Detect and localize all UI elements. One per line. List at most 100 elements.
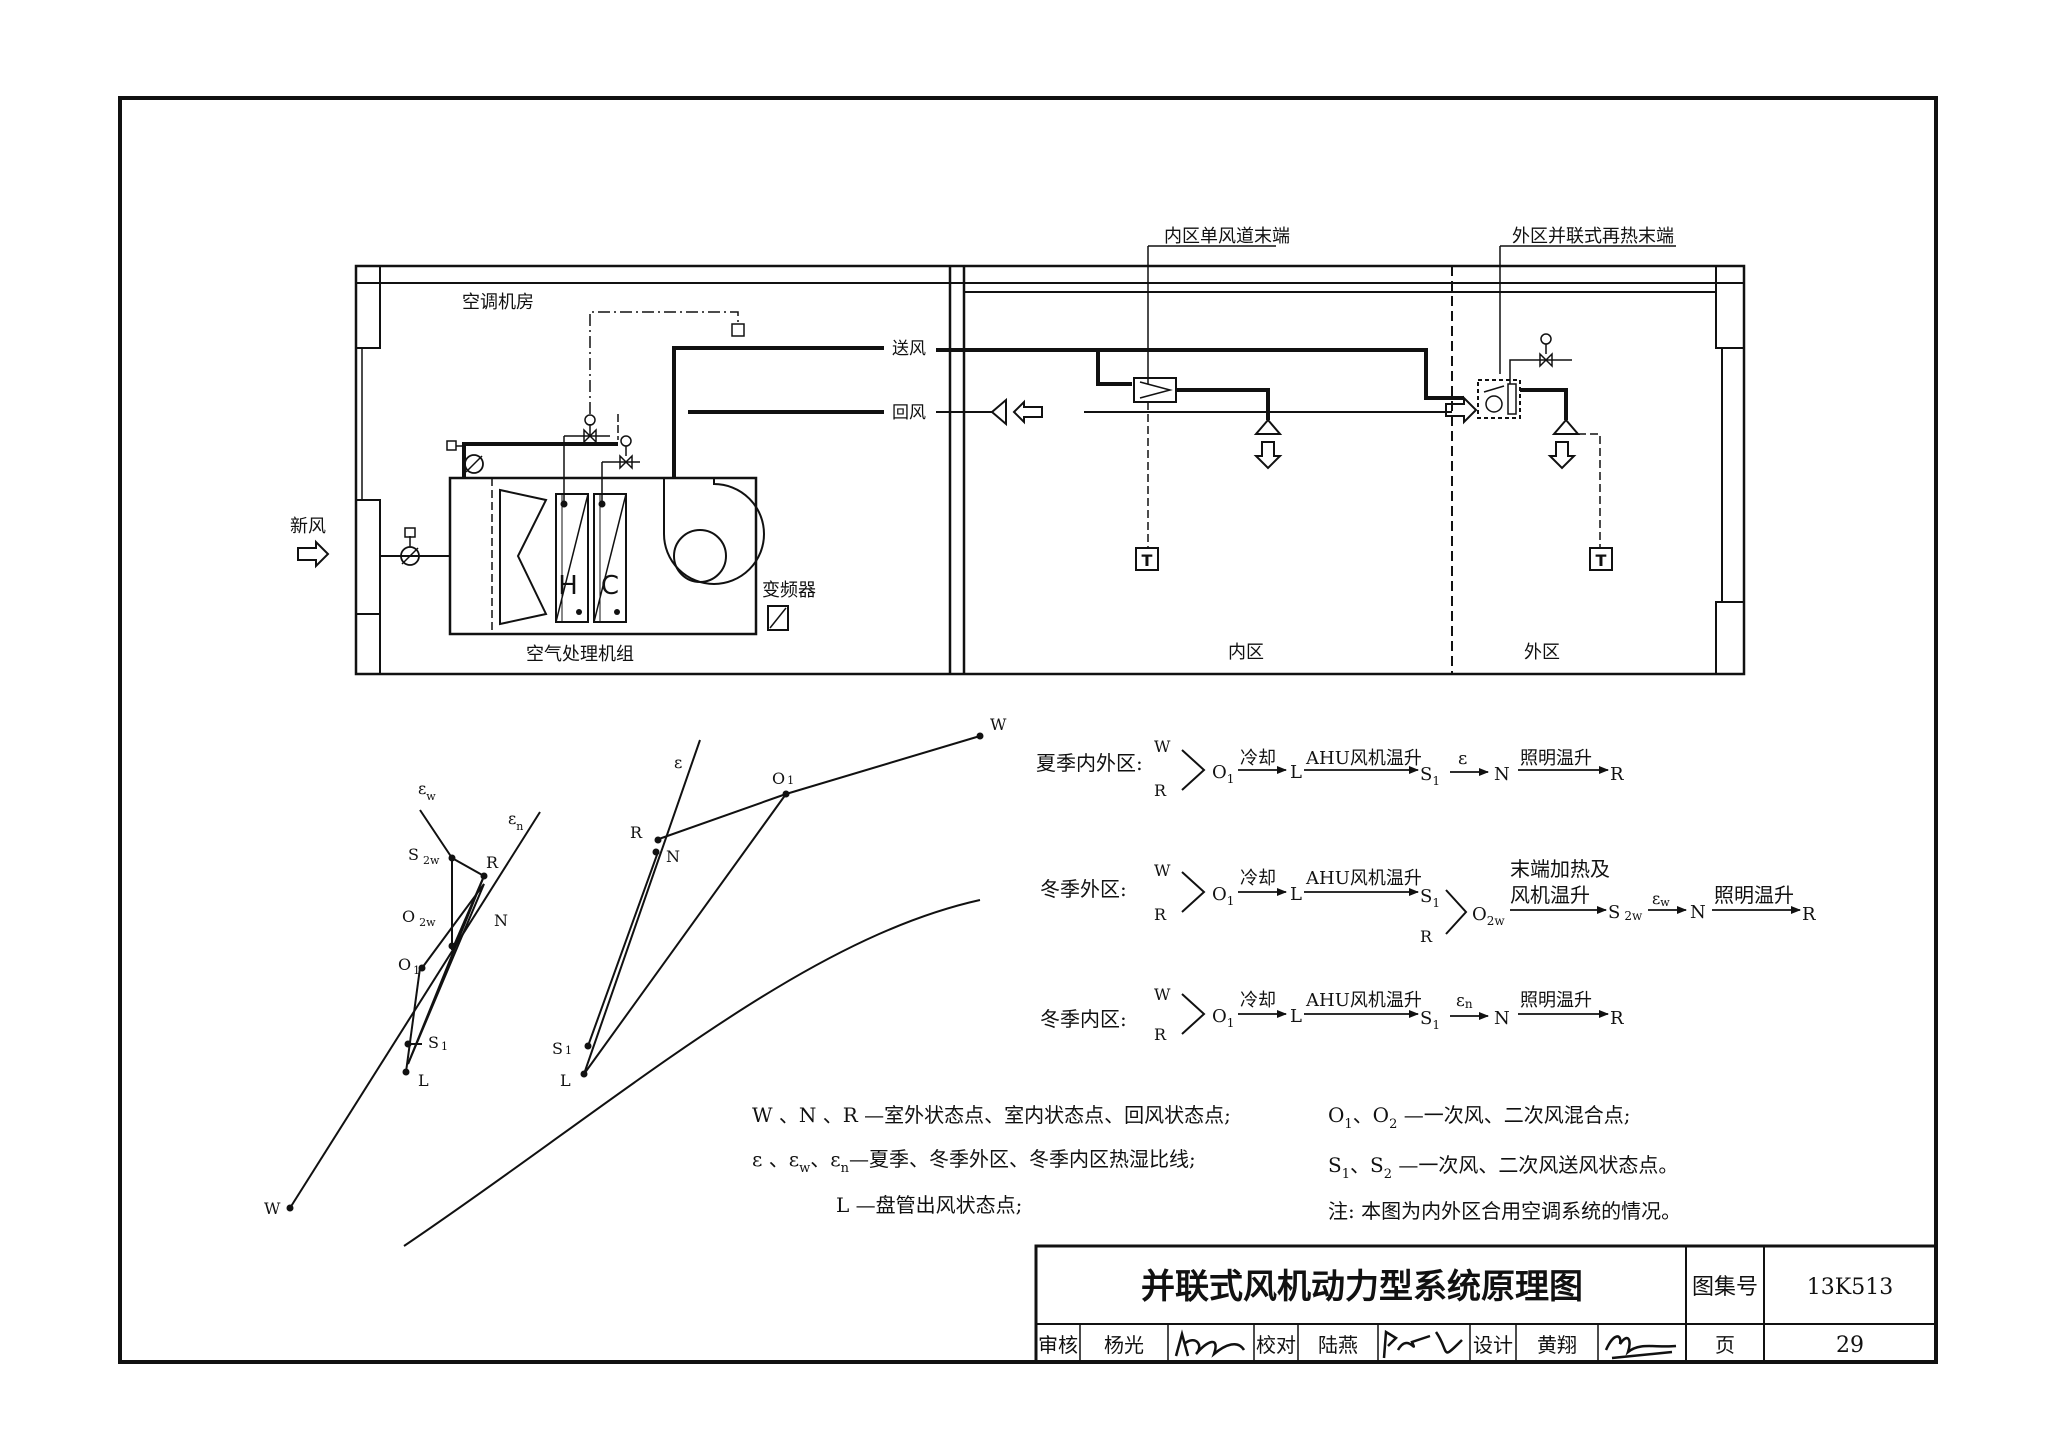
right-l-label: L [560,1071,571,1090]
title-block: 并联式风机动力型系统原理图 图集号 13K513 审核 杨光 校对 陆燕 设计 … [1034,1244,1938,1364]
psychro-right-points [580,732,984,1078]
wi-light-label: 照明温升 [1520,990,1592,1011]
ahu-label: 空气处理机组 [526,644,634,665]
wo-light-label: 照明温升 [1714,883,1794,907]
summer-l: L [1290,762,1302,783]
wo-w: W [1154,861,1171,880]
terminal-fan-icon [1485,395,1503,413]
wi-r-end: R [1610,1008,1624,1029]
supply-air-label: 送风 [892,339,926,359]
fresh-air-label: 新风 [290,516,326,537]
return-grille-icon [990,397,1007,427]
legend-right-1: O1、O2 —一次风、二次风混合点; [1328,1103,1630,1132]
summer-process-label: 夏季内外区: [1036,751,1143,775]
heating-coil-icon [555,493,589,623]
wo-cool-label: 冷却 [1240,868,1276,889]
legend-line-2: ε 、εw、εn—夏季、冬季外区、冬季内区热湿比线; [752,1147,1196,1176]
ahu-fan-icon [663,478,765,585]
outer-supply-in-arrow-icon [1445,395,1478,425]
left-eps-n-label: εn [508,809,523,833]
page-number: 29 [1836,1333,1864,1358]
inner-supply-arrow-icon [1253,441,1283,470]
left-r-label: R [486,853,499,872]
atlas-label: 图集号 [1692,1275,1758,1300]
checker-signature [1382,1329,1463,1359]
summer-n: N [1494,764,1510,785]
summer-light-label: 照明温升 [1520,748,1592,769]
wo-r2: R [1420,927,1433,946]
inner-zone-label: 内区 [1228,642,1264,663]
reviewer-name: 杨光 [1104,1333,1144,1357]
legend-line-1: W 、N 、R —室外状态点、室内状态点、回风状态点; [752,1103,1231,1127]
outer-terminal-label: 外区并联式再热末端 [1512,226,1674,247]
wo-s1: S1 [1420,886,1440,910]
wo-r-end: R [1802,904,1816,925]
summer-w: W [1154,737,1171,756]
right-r-label: R [630,823,643,842]
filter-icon [499,488,548,626]
reheat-coil-icon [1507,383,1517,415]
outer-thermostat-icon [1589,547,1613,571]
summer-r-end: R [1610,764,1624,785]
check-label: 校对 [1256,1333,1296,1357]
right-n-label: N [666,847,680,866]
summer-fan-label: AHU风机温升 [1305,748,1422,769]
return-air-label: 回风 [892,403,926,423]
designer-name: 黄翔 [1537,1333,1577,1357]
legend-line-3: L —盘管出风状态点; [836,1193,1022,1217]
wo-n: N [1690,902,1706,923]
wi-o1: O1 [1212,1006,1234,1030]
machine-room-label: 空调机房 [462,292,534,313]
outer-diffuser-icon [1551,418,1581,435]
wi-fan-label: AHU风机温升 [1305,990,1422,1011]
inner-terminal-label: 内区单风道末端 [1164,226,1290,247]
inner-diffuser-icon [1253,418,1283,435]
return-arrow-icon [1012,399,1043,425]
wi-r: R [1154,1025,1167,1044]
wi-s1: S1 [1420,1008,1440,1032]
wo-l: L [1290,884,1302,905]
winter-inner-process-label: 冬季内区: [1040,1007,1127,1031]
inverter-label: 变频器 [762,580,816,601]
psychro-left-points [286,854,488,1212]
review-label: 审核 [1038,1333,1078,1357]
wo-r: R [1154,905,1167,924]
outer-thermostat-label: T [1596,551,1607,570]
wi-n: N [1494,1008,1510,1029]
summer-r: R [1154,781,1167,800]
reheat-valve-icon [1539,333,1553,368]
sheet-border [118,96,1938,1364]
wi-l: L [1290,1006,1302,1027]
process-winter-inner: 冬季内区: W R O1 冷却 L AHU风机温升 S1 εn N 照明温升 R [1040,985,1624,1044]
cooling-coil-label: C [601,571,619,601]
outer-terminal-box-icon [1477,379,1521,419]
psychro-chart-left [289,809,541,1209]
outer-supply-arrow-icon [1547,441,1577,470]
left-n-label: N [494,911,508,930]
psychro-chart-right [403,735,981,1247]
wi-w: W [1154,985,1171,1004]
wi-eps: εn [1456,991,1473,1011]
duct-sensor-icon [731,323,745,337]
left-l-label: L [418,1071,429,1090]
designer-signature [1604,1335,1677,1360]
drawing-title: 并联式风机动力型系统原理图 [1141,1267,1583,1307]
atlas-number: 13K513 [1807,1275,1893,1300]
return-damper-icon [464,454,484,474]
checker-name: 陆燕 [1318,1333,1358,1357]
wo-o2w: O2w [1472,904,1505,928]
wo-reheat-label-1: 末端加热及 [1510,857,1610,881]
fresh-air-arrow-icon [297,539,330,569]
wo-o1: O1 [1212,884,1234,908]
control-signal-line [589,311,739,414]
winter-outer-process-label: 冬季外区: [1040,877,1127,901]
